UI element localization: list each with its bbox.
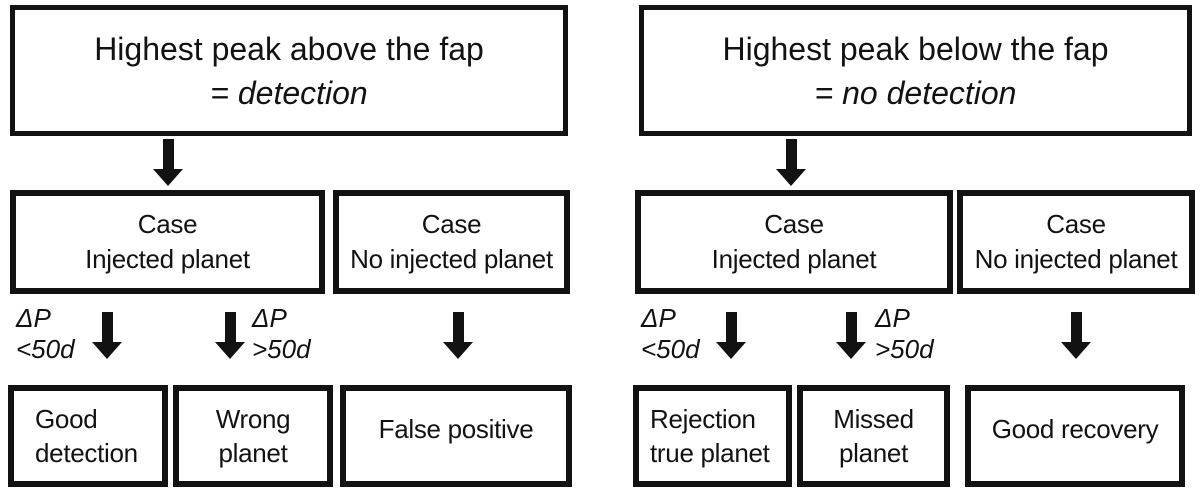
gt-50d-text: >50d (875, 334, 934, 364)
case-label: Case (421, 209, 482, 239)
root-box-no-detection-line2: = no detection (814, 74, 1017, 111)
missed-planet-line2: planet (838, 438, 909, 468)
root-box-no-detection-line1: Highest peak below the fap (722, 30, 1109, 67)
delta-p-text: ΔP (252, 303, 287, 333)
case-injected-planet-box-no-detection: Case Injected planet (635, 190, 953, 294)
case-no-injected-label: No injected planet (350, 244, 553, 274)
case-injected-label: Injected planet (711, 244, 877, 274)
outcome-missed-planet-box: Missed planet (797, 385, 950, 487)
lt-50d-text: <50d (641, 334, 700, 364)
outcome-wrong-planet-box: Wrong planet (173, 385, 333, 487)
delta-p-text: ΔP (875, 303, 910, 333)
outcome-false-positive-box: False positive (340, 385, 572, 487)
down-arrow-root-to-case-no-detection (776, 139, 806, 186)
outcome-rejection-true-planet-box: Rejection true planet (633, 385, 792, 487)
wrong-planet-line2: planet (218, 438, 288, 468)
down-arrow-no-injected-detection (443, 312, 473, 359)
case-no-injected-planet-box-detection: Case No injected planet (333, 190, 570, 294)
down-arrow-short-period-no-detection (716, 312, 746, 359)
down-arrow-long-period-no-detection (836, 312, 866, 359)
outcome-good-recovery-box: Good recovery (965, 385, 1185, 487)
case-label: Case (137, 209, 198, 239)
false-positive-label: False positive (378, 414, 534, 444)
down-arrow-short-period-detection (92, 312, 122, 359)
good-recovery-label: Good recovery (991, 414, 1159, 444)
lt-50d-text: <50d (16, 334, 75, 364)
down-arrow-no-injected-no-detection (1061, 312, 1091, 359)
wrong-planet-line1: Wrong (215, 404, 291, 434)
outcome-good-detection-box: Good detection (8, 385, 168, 487)
rejection-line1: Rejection (650, 404, 756, 434)
case-label: Case (764, 209, 824, 239)
case-injected-planet-box-detection: Case Injected planet (10, 190, 325, 294)
good-detection-line1: Good (35, 404, 98, 434)
delta-p-lt-50d-label-no-detection: ΔP <50d (641, 303, 700, 365)
missed-planet-line1: Missed (833, 404, 914, 434)
down-arrow-root-to-case-detection (153, 139, 183, 186)
delta-p-lt-50d-label-detection: ΔP <50d (16, 303, 75, 365)
delta-p-gt-50d-label-detection: ΔP >50d (252, 303, 311, 365)
case-no-injected-label: No injected planet (974, 244, 1178, 274)
good-detection-line2: detection (35, 438, 138, 468)
delta-p-text: ΔP (641, 303, 676, 333)
case-no-injected-planet-box-no-detection: Case No injected planet (957, 190, 1195, 294)
root-box-no-detection: Highest peak below the fap = no detectio… (639, 5, 1192, 136)
root-box-detection: Highest peak above the fap = detection (10, 5, 568, 136)
gt-50d-text: >50d (252, 334, 311, 364)
delta-p-text: ΔP (16, 303, 51, 333)
case-injected-label: Injected planet (85, 244, 250, 274)
root-box-detection-line1: Highest peak above the fap (94, 30, 484, 67)
delta-p-gt-50d-label-no-detection: ΔP >50d (875, 303, 934, 365)
case-label: Case (1046, 209, 1106, 239)
down-arrow-long-period-detection (215, 312, 245, 359)
rejection-line2: true planet (650, 438, 770, 468)
root-box-detection-line2: = detection (210, 74, 368, 111)
